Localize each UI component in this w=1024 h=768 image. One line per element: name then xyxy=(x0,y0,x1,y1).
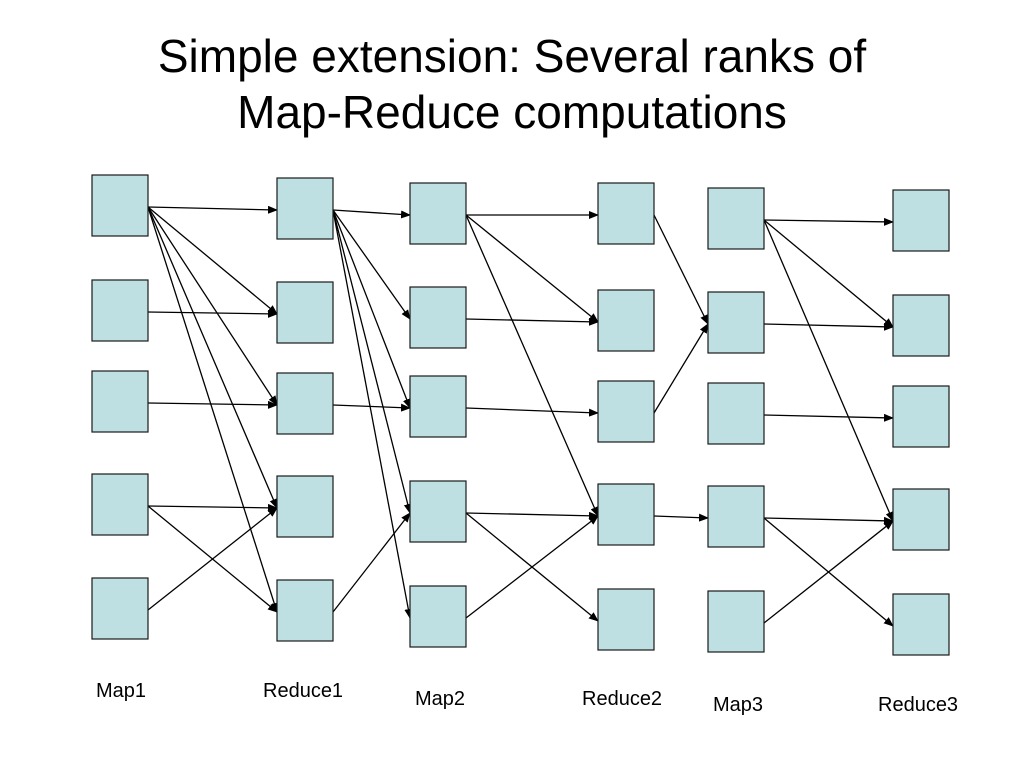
arrow-map1-4-to-reduce1-3 xyxy=(147,507,278,611)
map3-box-4 xyxy=(707,485,765,548)
reduce3-box-5 xyxy=(892,593,950,656)
reduce1-box-1 xyxy=(276,177,334,240)
reduce3-box-4 xyxy=(892,488,950,551)
reduce3-box-2 xyxy=(892,294,950,357)
map2-box-3 xyxy=(409,375,467,438)
arrow-map2-1-to-reduce2-1 xyxy=(465,317,599,326)
arrow-map1-3-to-reduce1-3 xyxy=(147,503,278,512)
arrow-map3-4-to-reduce3-3 xyxy=(763,520,894,624)
reduce1-box-5 xyxy=(276,579,334,642)
arrow-map2-0-to-reduce2-1 xyxy=(465,214,599,323)
arrow-reduce2-2-to-map3-1 xyxy=(653,323,709,414)
stage-label-reduce1: Reduce1 xyxy=(263,680,344,702)
arrow-map3-0-to-reduce3-3 xyxy=(763,219,894,522)
reduce3-box-1 xyxy=(892,189,950,252)
arrow-map2-4-to-reduce2-3 xyxy=(465,515,599,619)
arrow-reduce1-0-to-map2-4 xyxy=(332,209,413,619)
map3-box-1 xyxy=(707,187,765,250)
map3-box-3 xyxy=(707,382,765,445)
arrow-map1-0-to-reduce1-1 xyxy=(147,206,278,315)
map3-box-5 xyxy=(707,590,765,653)
arrow-map3-0-to-reduce3-1 xyxy=(763,219,894,328)
stage-label-reduce2: Reduce2 xyxy=(582,688,663,710)
map2-box-5 xyxy=(409,585,467,648)
reduce1-box-2 xyxy=(276,281,334,344)
reduce2-box-2 xyxy=(597,289,655,352)
reduce2-box-3 xyxy=(597,380,655,443)
arrow-map3-3-to-reduce3-3 xyxy=(763,516,894,525)
arrow-map3-2-to-reduce3-2 xyxy=(763,413,894,422)
map1-box-1 xyxy=(91,174,149,237)
arrow-reduce1-0-to-map2-0 xyxy=(332,209,411,219)
map1-box-4 xyxy=(91,473,149,536)
stage-label-map3: Map3 xyxy=(713,694,764,716)
map2-box-2 xyxy=(409,286,467,349)
arrow-map2-2-to-reduce2-2 xyxy=(465,407,599,417)
arrow-map1-0-to-reduce1-0 xyxy=(147,205,278,214)
map1-box-2 xyxy=(91,279,149,342)
arrow-map2-0-to-reduce2-3 xyxy=(465,214,599,517)
arrow-reduce1-0-to-map2-3 xyxy=(332,209,412,514)
arrow-reduce1-4-to-map2-3 xyxy=(332,512,411,613)
arrow-map2-3-to-reduce2-3 xyxy=(465,511,599,520)
map1-box-5 xyxy=(91,577,149,640)
arrow-reduce2-0-to-map3-1 xyxy=(653,214,709,325)
boxes-layer xyxy=(91,174,950,656)
slide-title-line-1: Simple extension: Several ranks of xyxy=(157,30,867,82)
stage-label-map2: Map2 xyxy=(415,688,466,710)
arrow-map1-1-to-reduce1-1 xyxy=(147,309,278,318)
arrow-map1-0-to-reduce1-2 xyxy=(147,206,278,406)
map3-box-2 xyxy=(707,291,765,354)
reduce2-box-5 xyxy=(597,588,655,651)
arrow-map3-0-to-reduce3-0 xyxy=(763,217,894,226)
arrow-map1-0-to-reduce1-3 xyxy=(147,206,278,509)
arrow-reduce1-0-to-map2-2 xyxy=(332,209,411,409)
slide-title: Simple extension: Several ranks of Map-R… xyxy=(0,28,1024,140)
slide-title-line-2: Map-Reduce computations xyxy=(237,86,787,138)
arrow-map3-1-to-reduce3-1 xyxy=(763,322,894,331)
reduce2-box-1 xyxy=(597,182,655,245)
arrow-reduce2-3-to-map3-3 xyxy=(653,513,709,522)
map2-box-1 xyxy=(409,182,467,245)
reduce2-box-4 xyxy=(597,483,655,546)
arrow-map1-0-to-reduce1-4 xyxy=(147,206,279,613)
reduce3-box-3 xyxy=(892,385,950,448)
arrow-reduce1-0-to-map2-1 xyxy=(332,209,411,320)
map2-box-4 xyxy=(409,480,467,543)
reduce1-box-4 xyxy=(276,475,334,538)
arrow-map1-2-to-reduce1-2 xyxy=(147,400,278,409)
stage-label-reduce3: Reduce3 xyxy=(878,694,959,716)
reduce1-box-3 xyxy=(276,372,334,435)
edges-layer xyxy=(147,205,894,627)
arrow-reduce1-2-to-map2-2 xyxy=(332,403,411,412)
map1-box-3 xyxy=(91,370,149,433)
stage-label-map1: Map1 xyxy=(96,680,147,702)
